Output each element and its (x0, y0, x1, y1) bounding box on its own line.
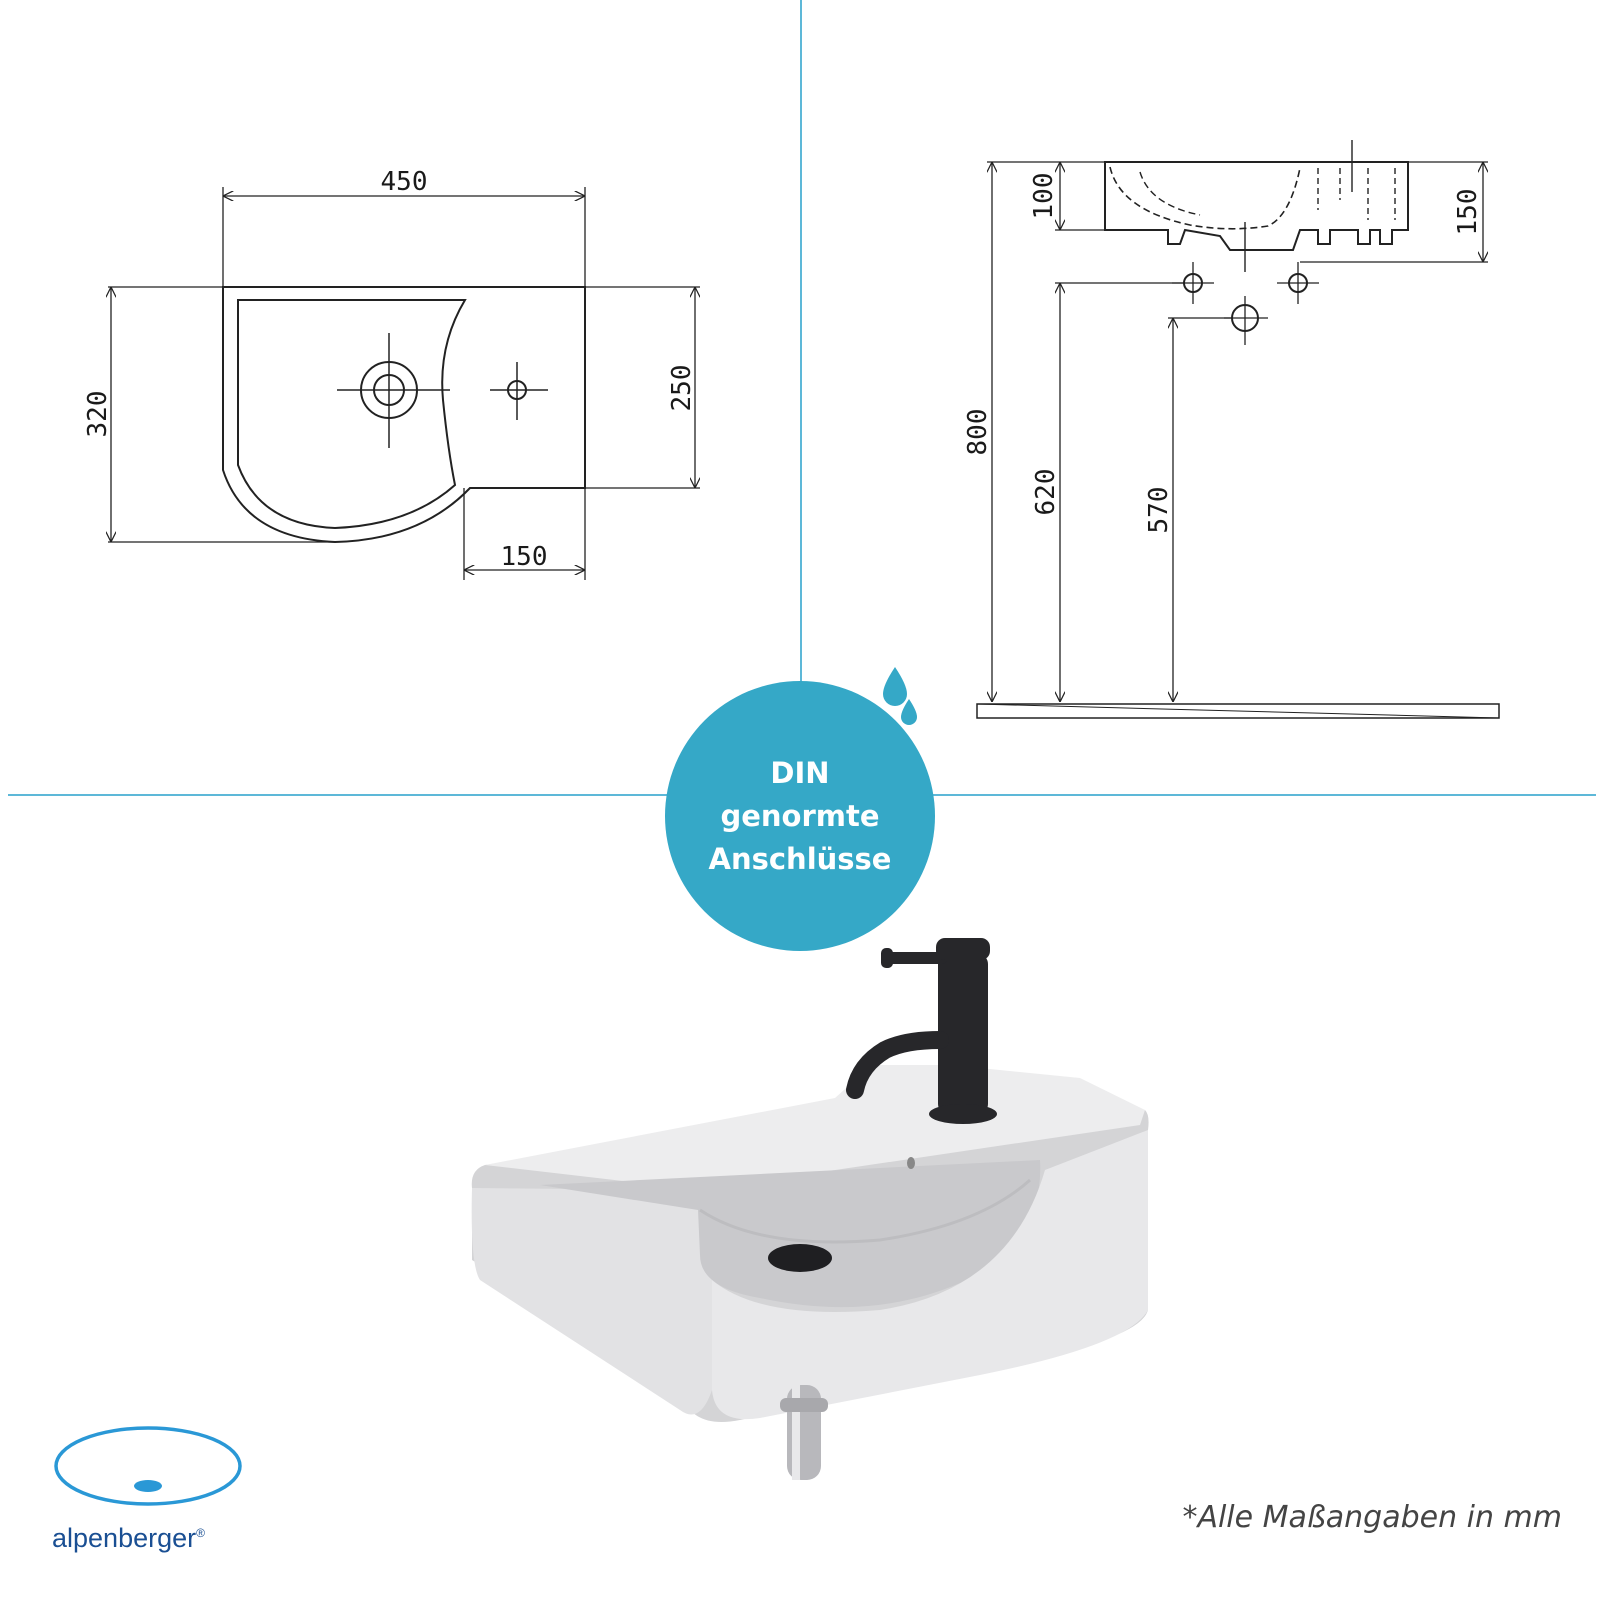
washbasin-render (471, 938, 1149, 1480)
badge-line-2: genormte (720, 798, 880, 833)
badge-line-1: DIN (770, 755, 830, 790)
alpenberger-logo-mark (54, 1426, 242, 1506)
basin-side-outline (1104, 161, 1409, 251)
din-badge: DIN genormte Anschlüsse (665, 681, 935, 951)
dim-ledge-width-label: 150 (501, 542, 548, 572)
water-drops-icon (883, 667, 917, 725)
dim-basin-height-label: 100 (1029, 173, 1059, 220)
logo-name: alpenberger (52, 1523, 197, 1553)
top-view-drawing (108, 187, 700, 580)
alpenberger-logo-text: alpenberger® (52, 1523, 205, 1554)
bowl-inner-outline (237, 299, 467, 530)
vertical-divider (800, 0, 802, 795)
dim-total-height-label: 150 (1453, 189, 1483, 236)
dim-inlet-height-label: 620 (1031, 469, 1061, 516)
basin-top-outline (222, 286, 586, 544)
dim-width-label: 450 (381, 167, 428, 197)
measurement-footnote: *Alle Maßangaben in mm (1182, 1500, 1562, 1535)
bowl-dashed-profile (1109, 166, 1301, 230)
dim-drain-height-label: 570 (1144, 487, 1174, 534)
side-view-drawing (976, 140, 1500, 719)
dim-mount-height-label: 800 (963, 409, 993, 456)
logo-registered-mark: ® (196, 1526, 205, 1540)
faucet (846, 938, 997, 1124)
floor-line (976, 703, 1500, 719)
drain-cap (768, 1244, 832, 1272)
badge-line-3: Anschlüsse (708, 841, 892, 876)
dim-depth-label: 320 (83, 391, 113, 438)
dim-bowl-depth-label: 250 (667, 365, 697, 412)
